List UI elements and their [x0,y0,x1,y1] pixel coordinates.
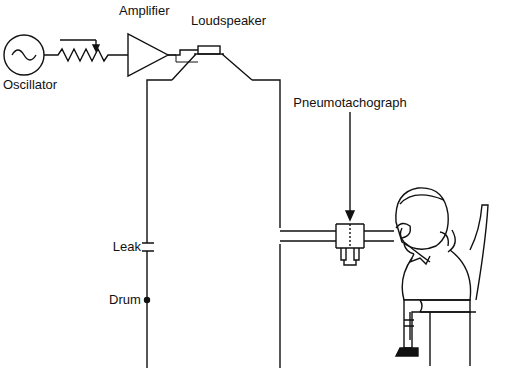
part-label: Amplifier [118,4,171,18]
oscillator-symbol [4,35,44,75]
resistor-symbol [44,49,128,61]
amplifier-symbol [128,34,168,76]
child-figure [396,188,488,366]
wiper-wire [60,39,96,40]
part-label: Pneumotachograph [292,96,407,110]
part-label: Drum [108,293,142,307]
sine-symbol [12,50,36,60]
leader-arrow [346,211,354,220]
drum-marker [145,298,150,303]
pneumotachograph-ports [344,260,356,265]
wiper-arrow [93,45,99,51]
wire [168,50,198,55]
tube [280,231,336,241]
loudspeaker-cone [172,54,252,80]
pneumotachograph-ports [341,248,359,260]
part-label: Oscillator [2,78,58,92]
mouthpiece-tube [364,231,394,241]
leader-line [349,112,350,218]
part-label: Loudspeaker [190,14,267,28]
pneumotachograph-screen [349,224,350,248]
pneumotachograph-body [336,224,364,248]
part-label: Leak [112,240,142,254]
leak-gap [140,243,154,251]
box-wall [147,80,172,368]
loudspeaker-diaphragm [194,53,224,54]
leak-symbol [140,243,154,251]
loudspeaker-magnet [198,46,220,54]
box-wall [252,80,280,368]
